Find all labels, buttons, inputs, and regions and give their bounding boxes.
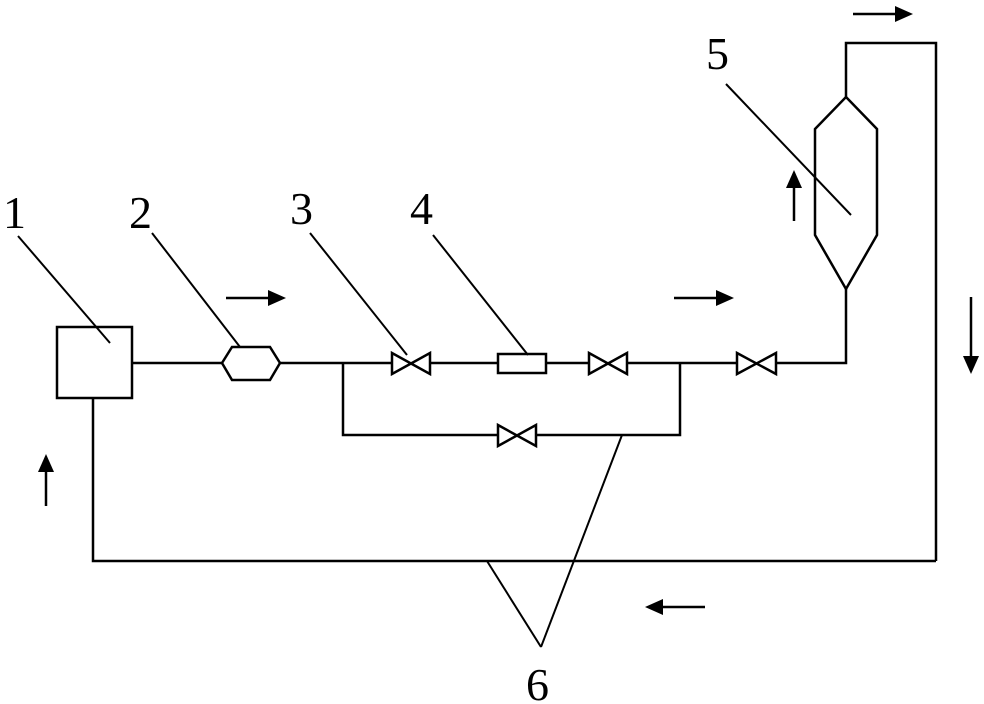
pipe-valve-to-vessel [776, 289, 848, 365]
label-pump: 2 [129, 187, 152, 238]
leader-pipe-return [486, 560, 542, 648]
leader-vessel [725, 83, 852, 216]
right-arrow-icon [226, 290, 286, 306]
label-component: 4 [410, 183, 433, 234]
component [496, 352, 548, 375]
valve-vessel-inlet [735, 350, 778, 377]
pipe-vessel-outlet [844, 41, 938, 561]
left-arrow-icon [645, 599, 705, 615]
leader-valve-3 [309, 232, 408, 356]
right-arrow-icon [674, 290, 734, 306]
leader-pump [151, 232, 241, 348]
up-arrow-icon [38, 454, 54, 506]
flow-arrows [38, 6, 979, 615]
leader-lines [17, 83, 852, 648]
label-vessel: 5 [706, 28, 729, 79]
valve-bypass [496, 422, 538, 449]
labels: 1 2 3 4 5 6 [3, 28, 729, 704]
right-arrow-icon [853, 6, 913, 22]
valve-3 [390, 350, 432, 377]
pipe-bypass-left [341, 363, 498, 437]
leader-component [432, 234, 529, 356]
label-tank: 1 [3, 187, 26, 238]
pump [220, 345, 282, 382]
pipe-bypass-right [536, 363, 682, 437]
leader-tank [17, 235, 111, 344]
down-arrow-icon [963, 297, 979, 374]
pipes [91, 41, 938, 563]
label-pipe: 6 [526, 659, 549, 704]
pipe-return [91, 398, 936, 563]
vessel [813, 95, 879, 292]
tank [55, 325, 134, 400]
up-arrow-icon [786, 170, 802, 221]
leader-pipe-bypass [540, 434, 623, 648]
valve-upper-right [587, 350, 629, 377]
label-valve-3: 3 [290, 183, 313, 234]
